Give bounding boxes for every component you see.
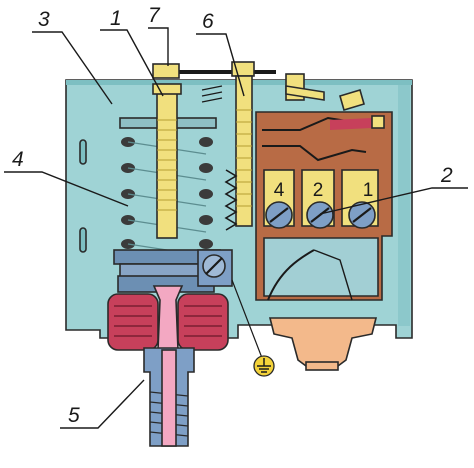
terminal-1-label: 1: [363, 180, 374, 201]
callout-7: 7: [148, 4, 161, 27]
terminal-4-label: 4: [274, 180, 285, 201]
terminal-screws: [265, 201, 376, 229]
ground-screw: [197, 249, 263, 359]
callout-2: 2: [440, 164, 453, 187]
switch-block: 4 2 1: [255, 73, 393, 301]
callout-4: 4: [12, 148, 24, 171]
cable-gland: [268, 317, 378, 371]
callout-labels: 1 2 3 4 5 6 7: [12, 4, 453, 427]
callout-5: 5: [68, 404, 80, 427]
callout-1: 1: [110, 7, 122, 30]
terminal-2-label: 2: [313, 180, 324, 201]
callout-6: 6: [202, 10, 214, 33]
differential-screw-assembly: [201, 75, 253, 231]
range-spring-assembly: [113, 83, 221, 279]
leader-lines: [4, 27, 468, 429]
ground-icon: [253, 355, 275, 377]
top-bar: [152, 61, 276, 79]
callout-3: 3: [38, 8, 50, 31]
pressure-element: [107, 275, 229, 447]
